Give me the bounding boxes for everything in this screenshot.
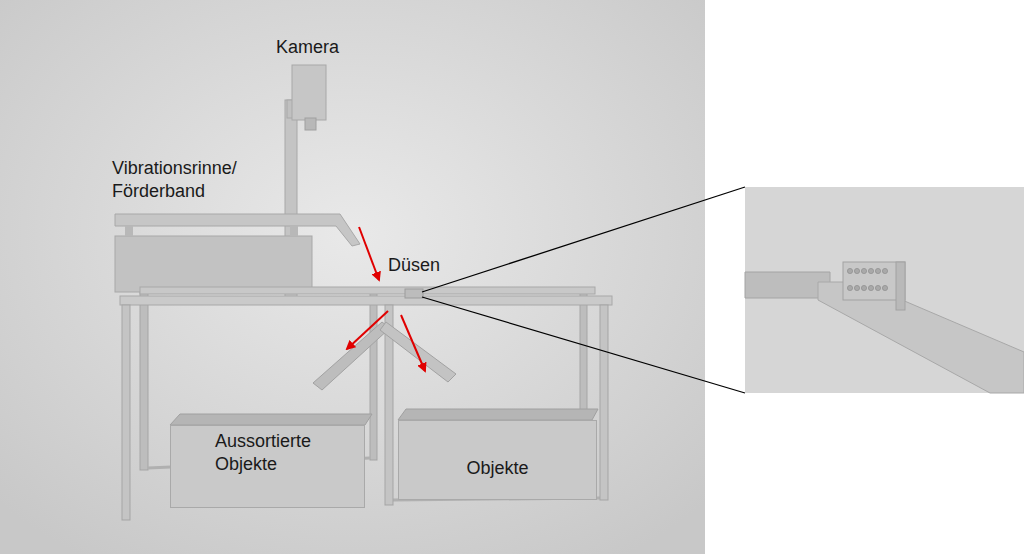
nozzle	[861, 268, 866, 273]
nozzle-block	[405, 289, 423, 298]
nozzle	[854, 268, 859, 273]
bin-rim	[398, 409, 598, 420]
flow-arrow	[401, 315, 425, 371]
nozzle	[868, 268, 873, 273]
nozzle	[875, 285, 880, 290]
white-margin	[705, 0, 1024, 554]
sorting-chute	[313, 322, 390, 390]
conveyor-support	[290, 226, 298, 236]
bin-label: Aussortierte Objekte	[215, 430, 345, 477]
part-label: Düsen	[388, 254, 440, 277]
nozzle	[882, 268, 887, 273]
nozzle	[868, 285, 873, 290]
table-frame	[140, 287, 595, 294]
table-leg	[122, 305, 130, 520]
zoom-line	[422, 187, 745, 292]
nozzle	[847, 268, 852, 273]
detail-bracket	[896, 262, 905, 310]
bin-box: Aussortierte Objekte	[170, 425, 365, 508]
detail-beam	[745, 272, 830, 298]
zoom-line	[422, 297, 745, 393]
nozzle	[875, 268, 880, 273]
flow-arrow	[347, 311, 388, 349]
nozzle	[861, 285, 866, 290]
nozzle	[847, 285, 852, 290]
camera-lens	[305, 118, 316, 130]
nozzle	[882, 285, 887, 290]
table-frame	[120, 296, 612, 305]
bin-box: Objekte	[398, 420, 597, 500]
camera-body	[292, 65, 326, 120]
detail-nozzles	[847, 268, 887, 290]
part-label: Vibrationsrinne/ Förderband	[112, 157, 282, 202]
table-leg	[600, 305, 608, 500]
detail-inset	[745, 187, 1024, 393]
sorting-chute	[380, 322, 456, 382]
conveyor-support	[125, 226, 133, 236]
part-label: Kamera	[276, 36, 339, 59]
conveyor-drive	[115, 236, 312, 292]
bin-rim	[170, 414, 372, 425]
nozzle	[854, 285, 859, 290]
flow-arrow	[359, 227, 379, 280]
table-leg	[370, 292, 377, 460]
bin-label: Objekte	[399, 457, 596, 480]
background	[0, 0, 705, 554]
table-leg	[140, 292, 148, 470]
